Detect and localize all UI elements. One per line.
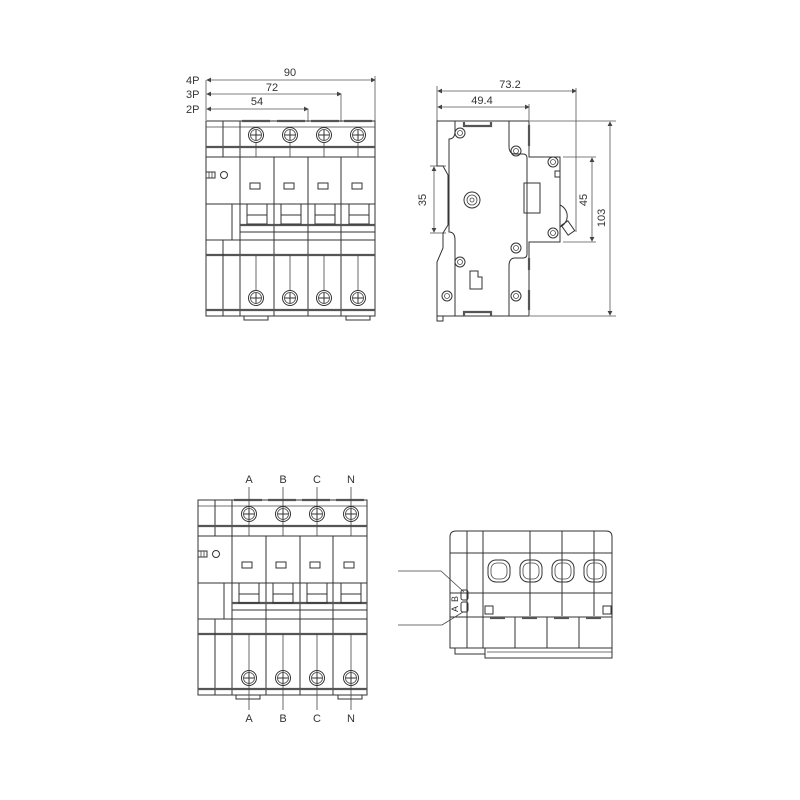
side-view: 73.2 49.4 35 45 103 xyxy=(417,79,616,322)
dim-overall-height: 103 xyxy=(596,209,608,227)
bottom-terminal-n: N xyxy=(347,713,355,725)
bottom-terminal-b: B xyxy=(279,713,286,725)
wiring-view: A B C N A B C N xyxy=(197,474,368,725)
aux-wire-a xyxy=(398,611,464,626)
front-body xyxy=(205,119,376,321)
dim-front-depth: 49.4 xyxy=(471,95,492,107)
pole-label-2p: 2P xyxy=(186,104,199,116)
pole-label-3p: 3P xyxy=(186,89,199,101)
front-view: 4P 3P 2P 90 72 54 xyxy=(186,67,376,321)
dim-4p-width: 90 xyxy=(284,67,296,79)
top-terminal-c: C xyxy=(313,474,321,486)
bottom-view: A B xyxy=(398,530,613,659)
bottom-terminal-c: C xyxy=(313,713,321,725)
top-terminal-b: B xyxy=(279,474,286,486)
dim-3p-width: 72 xyxy=(266,82,278,94)
top-terminal-a: A xyxy=(245,474,253,486)
dim-overall-depth: 73.2 xyxy=(499,79,520,91)
bottom-terminal-a: A xyxy=(245,713,253,725)
dim-front-height: 45 xyxy=(578,194,590,206)
aux-wire-b xyxy=(398,570,465,593)
aux-label-a: A xyxy=(450,606,460,612)
side-body xyxy=(436,120,576,322)
dim-din-rail: 35 xyxy=(417,194,429,206)
side-dimensions: 73.2 49.4 35 45 103 xyxy=(417,79,616,317)
dim-2p-width: 54 xyxy=(251,96,263,108)
top-terminal-n: N xyxy=(347,474,355,486)
pole-label-4p: 4P xyxy=(186,75,199,87)
width-dimensions: 4P 3P 2P 90 72 54 xyxy=(186,67,376,122)
aux-label-b: B xyxy=(450,596,460,602)
